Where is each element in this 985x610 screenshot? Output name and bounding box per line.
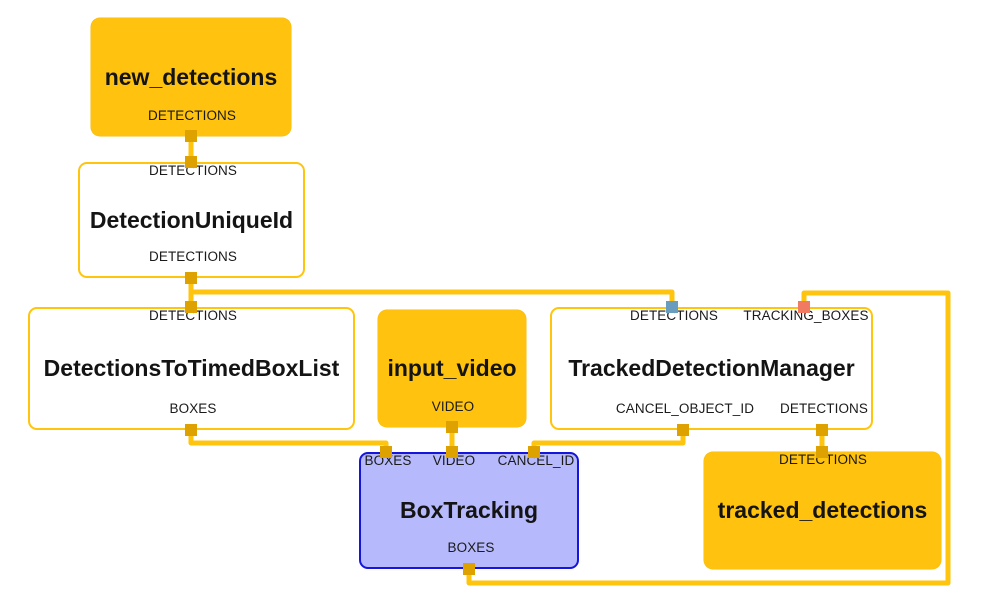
output-label-cancel_object_id: CANCEL_OBJECT_ID xyxy=(615,401,755,416)
port-in-BoxTracking-video[interactable] xyxy=(446,446,458,458)
node-title: tracked_detections xyxy=(717,497,928,523)
edge-TrackedDetectionManager-to-BoxTracking xyxy=(531,430,686,452)
node-title: new_detections xyxy=(104,63,278,90)
node-title: DetectionUniqueId xyxy=(89,206,294,233)
input-port-labels xyxy=(92,19,290,45)
node-title: DetectionsToTimedBoxList xyxy=(43,355,340,381)
node-title-row: input_video xyxy=(379,337,525,400)
node-title-row: DetectionUniqueId xyxy=(80,190,303,250)
port-out-new_detections-detections[interactable] xyxy=(185,130,197,142)
node-title: TrackedDetectionManager xyxy=(568,355,855,381)
port-in-DetectionUniqueId-detections[interactable] xyxy=(185,156,197,168)
output-label-boxes: BOXES xyxy=(447,540,495,555)
port-in-TrackedDetectionManager-detections[interactable] xyxy=(666,301,678,313)
edge-DetectionsToTimedBoxList-to-BoxTracking xyxy=(188,430,389,452)
output-label-detections: DETECTIONS xyxy=(147,108,237,123)
node-title-row: new_detections xyxy=(92,45,290,109)
port-out-TrackedDetectionManager-detections[interactable] xyxy=(816,424,828,436)
port-out-TrackedDetectionManager-cancel_object_id[interactable] xyxy=(677,424,689,436)
output-label-detections: DETECTIONS xyxy=(148,249,238,264)
port-out-DetectionsToTimedBoxList-boxes[interactable] xyxy=(185,424,197,436)
node-title-row: DetectionsToTimedBoxList xyxy=(30,335,353,402)
port-out-DetectionUniqueId-detections[interactable] xyxy=(185,272,197,284)
node-title-row: BoxTracking xyxy=(361,480,577,541)
output-label-boxes: BOXES xyxy=(169,401,217,416)
port-in-TrackedDetectionManager-tracking_boxes[interactable] xyxy=(798,301,810,313)
output-port-labels xyxy=(705,542,940,568)
port-in-BoxTracking-cancel_id[interactable] xyxy=(528,446,540,458)
port-in-DetectionsToTimedBoxList-detections[interactable] xyxy=(185,301,197,313)
port-in-BoxTracking-boxes[interactable] xyxy=(380,446,392,458)
node-title: BoxTracking xyxy=(399,497,539,523)
port-out-BoxTracking-boxes[interactable] xyxy=(463,563,475,575)
node-title: input_video xyxy=(387,355,517,381)
node-title-row: TrackedDetectionManager xyxy=(552,335,871,402)
node-title-row: tracked_detections xyxy=(705,479,940,542)
output-label-detections: DETECTIONS xyxy=(779,401,869,416)
output-label-video: VIDEO xyxy=(431,399,475,414)
input-port-labels xyxy=(379,311,525,337)
port-in-tracked_detections-detections[interactable] xyxy=(816,446,828,458)
port-out-input_video-video[interactable] xyxy=(446,421,458,433)
edge-DetectionUniqueId-to-TrackedDetectionManager xyxy=(188,288,675,307)
